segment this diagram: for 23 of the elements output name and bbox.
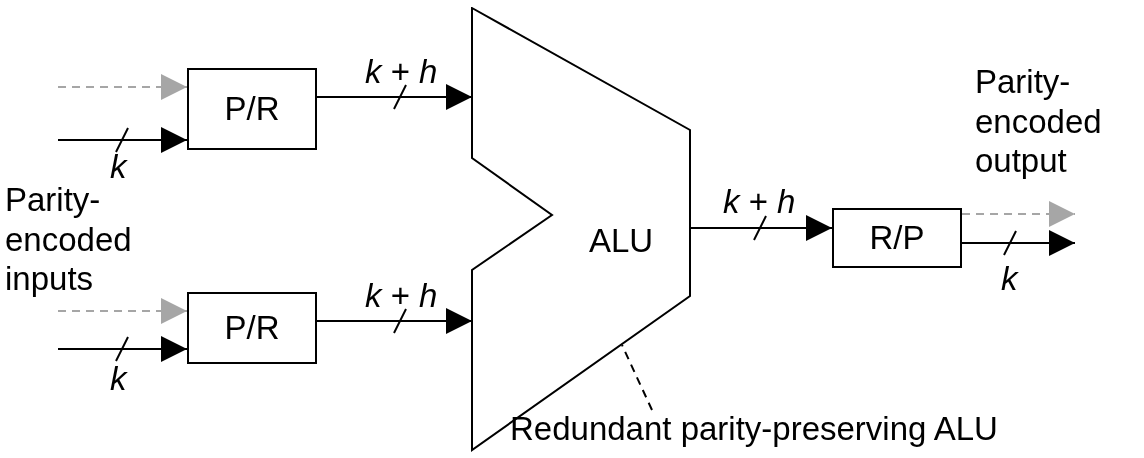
edge-label: k + h bbox=[723, 185, 796, 218]
arrow bbox=[690, 215, 833, 241]
process-box: R/P bbox=[832, 208, 962, 268]
edge-label: k + h bbox=[365, 55, 438, 88]
arrow bbox=[57, 127, 188, 153]
edge-label: k + h bbox=[365, 279, 438, 312]
process-box: P/R bbox=[187, 292, 317, 364]
edge-label: k bbox=[1001, 262, 1018, 295]
arrow bbox=[316, 84, 473, 110]
arrow bbox=[57, 74, 188, 100]
caption-text: Redundant parity-preserving ALU bbox=[510, 410, 998, 448]
arrow bbox=[57, 298, 188, 324]
port-label: Parity-encoded output bbox=[975, 62, 1103, 181]
edge-label: k bbox=[110, 362, 127, 395]
leader-line bbox=[621, 344, 653, 411]
process-box: P/R bbox=[187, 68, 317, 150]
arrow bbox=[57, 336, 188, 362]
arrow bbox=[961, 230, 1076, 256]
arrow bbox=[316, 308, 473, 334]
edge-label: k bbox=[110, 150, 127, 183]
alu-label: ALU bbox=[589, 224, 654, 257]
arrow bbox=[961, 201, 1076, 227]
port-label: Parity-encoded inputs bbox=[5, 180, 133, 299]
